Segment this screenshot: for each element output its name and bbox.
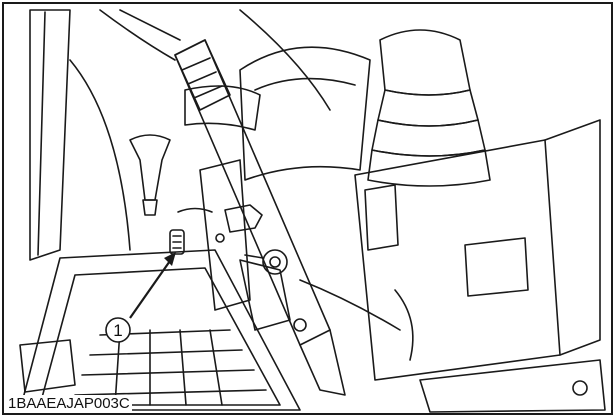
left-lower-bracket bbox=[19, 339, 76, 393]
floor-mat-ribs-v bbox=[114, 329, 223, 406]
seat-back bbox=[239, 46, 371, 181]
callout-leader bbox=[129, 252, 176, 319]
figure-code: 1BAAEAJAP003C bbox=[6, 395, 132, 413]
lever-foot bbox=[299, 329, 346, 396]
lower-bracket bbox=[239, 259, 291, 331]
lower-hose bbox=[394, 289, 414, 361]
connector-pins bbox=[172, 235, 182, 249]
knob-shaft bbox=[244, 254, 264, 259]
cab-panel-line-2 bbox=[119, 9, 181, 41]
lever-grip bbox=[174, 39, 231, 111]
left-pillar bbox=[29, 9, 71, 261]
lower-bolt bbox=[293, 318, 307, 332]
cab-panel-line bbox=[99, 9, 176, 61]
connector-socket bbox=[169, 229, 185, 255]
console-panel bbox=[464, 237, 529, 297]
console-window bbox=[364, 184, 399, 251]
left-pillar-edge bbox=[37, 11, 46, 256]
adjust-knob-center bbox=[269, 256, 281, 268]
line-art bbox=[19, 9, 606, 413]
left-pillar-curve bbox=[69, 59, 131, 251]
base-rail bbox=[419, 359, 606, 413]
connector-hood bbox=[177, 207, 213, 213]
floor-mat-inner bbox=[39, 267, 281, 406]
wall-bracket-base bbox=[142, 199, 158, 216]
bellows-ring-3 bbox=[367, 149, 491, 187]
console-side bbox=[544, 119, 601, 356]
lower-linkage bbox=[299, 279, 401, 331]
base-bolt bbox=[572, 380, 588, 396]
wall-bolt bbox=[215, 233, 225, 243]
floor-mat-ribs bbox=[74, 329, 267, 396]
callout-1-label: 1 bbox=[113, 321, 122, 340]
bracket-bolt bbox=[224, 204, 263, 233]
center-wall bbox=[199, 159, 251, 311]
floor-mat-outer bbox=[19, 249, 301, 411]
seat-side bbox=[184, 85, 261, 131]
lever-grip-ridges bbox=[181, 57, 223, 99]
callout-1: 1 bbox=[105, 317, 131, 343]
cab-upper-line bbox=[239, 9, 331, 111]
seat-back-seam bbox=[254, 77, 356, 91]
adjust-knob bbox=[262, 249, 288, 275]
